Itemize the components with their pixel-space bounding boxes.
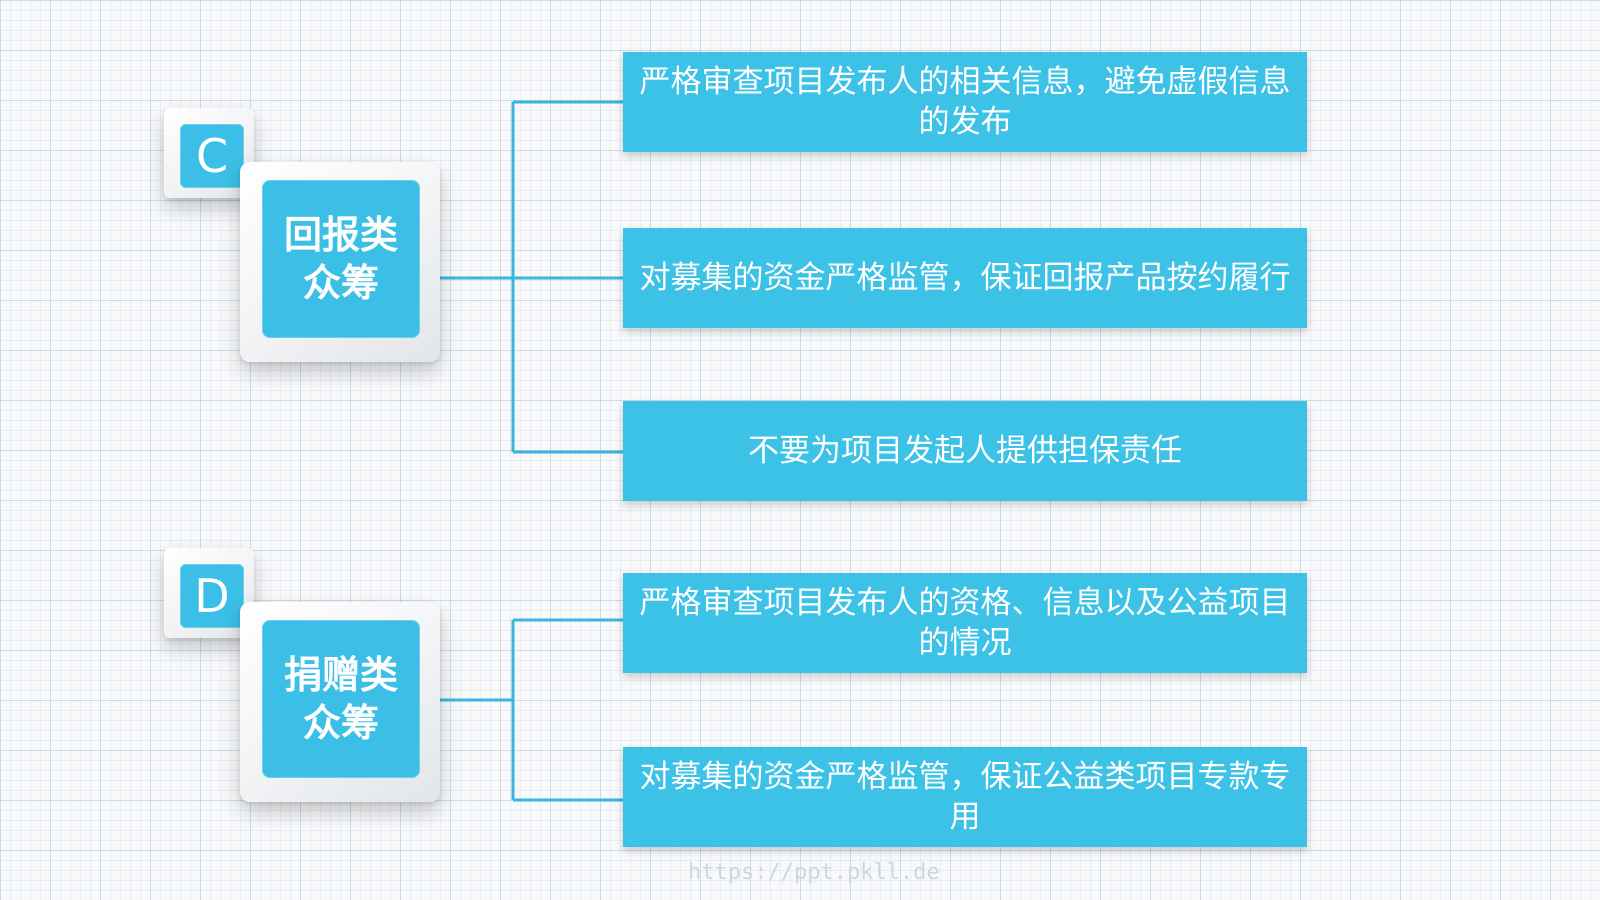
item-box-c-3: 不要为项目发起人提供担保责任: [623, 401, 1307, 501]
item-box-c-2: 对募集的资金严格监管，保证回报产品按约履行: [623, 228, 1307, 328]
category-title-line-2: 众筹: [302, 701, 379, 745]
category-title-line-1: 捐赠类: [283, 653, 398, 697]
category-card-donation-crowdfunding: 捐赠类 众筹: [240, 602, 440, 802]
watermark-url: https://ppt.pkll.de: [688, 860, 940, 885]
letter-c: C: [180, 124, 244, 188]
letter-badge-c: C: [164, 108, 254, 198]
letter-badge-d: D: [164, 548, 254, 638]
category-card-return-crowdfunding: 回报类 众筹: [240, 162, 440, 362]
letter-d: D: [180, 564, 244, 628]
item-box-d-1: 严格审查项目发布人的资格、信息以及公益项目的情况: [623, 573, 1307, 673]
item-box-d-2: 对募集的资金严格监管，保证公益类项目专款专用: [623, 747, 1307, 847]
category-title-return-crowdfunding: 回报类 众筹: [262, 180, 420, 338]
category-title-line-2: 众筹: [302, 261, 379, 305]
category-title-donation-crowdfunding: 捐赠类 众筹: [262, 620, 420, 778]
category-title-line-1: 回报类: [283, 213, 398, 257]
item-box-c-1: 严格审查项目发布人的相关信息，避免虚假信息的发布: [623, 52, 1307, 152]
